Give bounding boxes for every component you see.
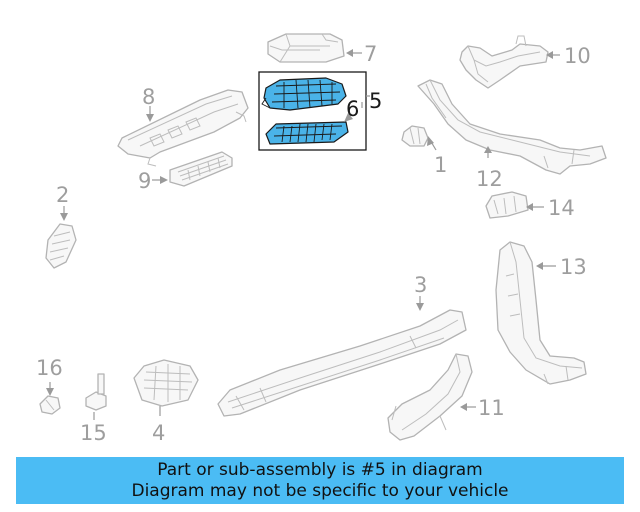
callout-8: 8 xyxy=(142,85,155,109)
callout-9: 9 xyxy=(138,169,151,193)
arrow-9 xyxy=(160,176,168,184)
callout-10: 10 xyxy=(564,44,591,68)
arrow-8 xyxy=(146,114,154,122)
leader-5 xyxy=(361,95,370,108)
callout-3: 3 xyxy=(414,273,427,297)
arrow-13 xyxy=(536,262,543,270)
callout-4: 4 xyxy=(152,421,165,445)
part-10-duct xyxy=(459,35,549,89)
arrow-2 xyxy=(60,213,68,221)
part-5-vent-assembly xyxy=(261,77,347,111)
part-6-filter xyxy=(265,121,349,145)
callout-2: 2 xyxy=(56,183,69,207)
callout-12: 12 xyxy=(476,167,503,191)
callout-1: 1 xyxy=(434,153,447,177)
part-4-vent-grille xyxy=(133,359,199,407)
arrow-11 xyxy=(460,403,467,411)
callout-6: 6 xyxy=(346,97,359,121)
banner-line-2: Diagram may not be specific to your vehi… xyxy=(131,480,509,501)
part-8-vent-assembly xyxy=(117,89,249,167)
info-banner: Part or sub-assembly is #5 in diagram Di… xyxy=(16,457,624,504)
callout-11: 11 xyxy=(478,396,505,420)
arrow-7 xyxy=(346,49,353,57)
arrow-16 xyxy=(46,388,54,396)
arrow-3 xyxy=(416,303,424,311)
arrow-12 xyxy=(484,146,492,153)
part-1-clip xyxy=(401,125,429,147)
part-15-pin xyxy=(85,373,107,411)
part-2-side-vent xyxy=(45,223,77,269)
part-11-duct xyxy=(387,353,473,441)
part-7-duct xyxy=(267,33,345,63)
part-16-clip xyxy=(39,395,61,415)
callout-15: 15 xyxy=(80,421,107,445)
part-12-duct xyxy=(417,79,607,175)
arrow-10 xyxy=(546,51,553,59)
callout-13: 13 xyxy=(560,255,587,279)
callout-5: 5 xyxy=(369,89,382,113)
banner-line-1: Part or sub-assembly is #5 in diagram xyxy=(157,459,483,480)
part-14-connector xyxy=(485,191,529,219)
arrow-6 xyxy=(344,113,353,122)
callout-16: 16 xyxy=(36,356,63,380)
part-13-duct xyxy=(495,241,587,385)
part-3-dash-register xyxy=(217,309,467,417)
arrow-1 xyxy=(427,136,434,146)
callout-7: 7 xyxy=(364,42,377,66)
part-9-grille xyxy=(169,151,233,187)
arrow-14 xyxy=(526,203,533,211)
callout-14: 14 xyxy=(548,196,575,220)
